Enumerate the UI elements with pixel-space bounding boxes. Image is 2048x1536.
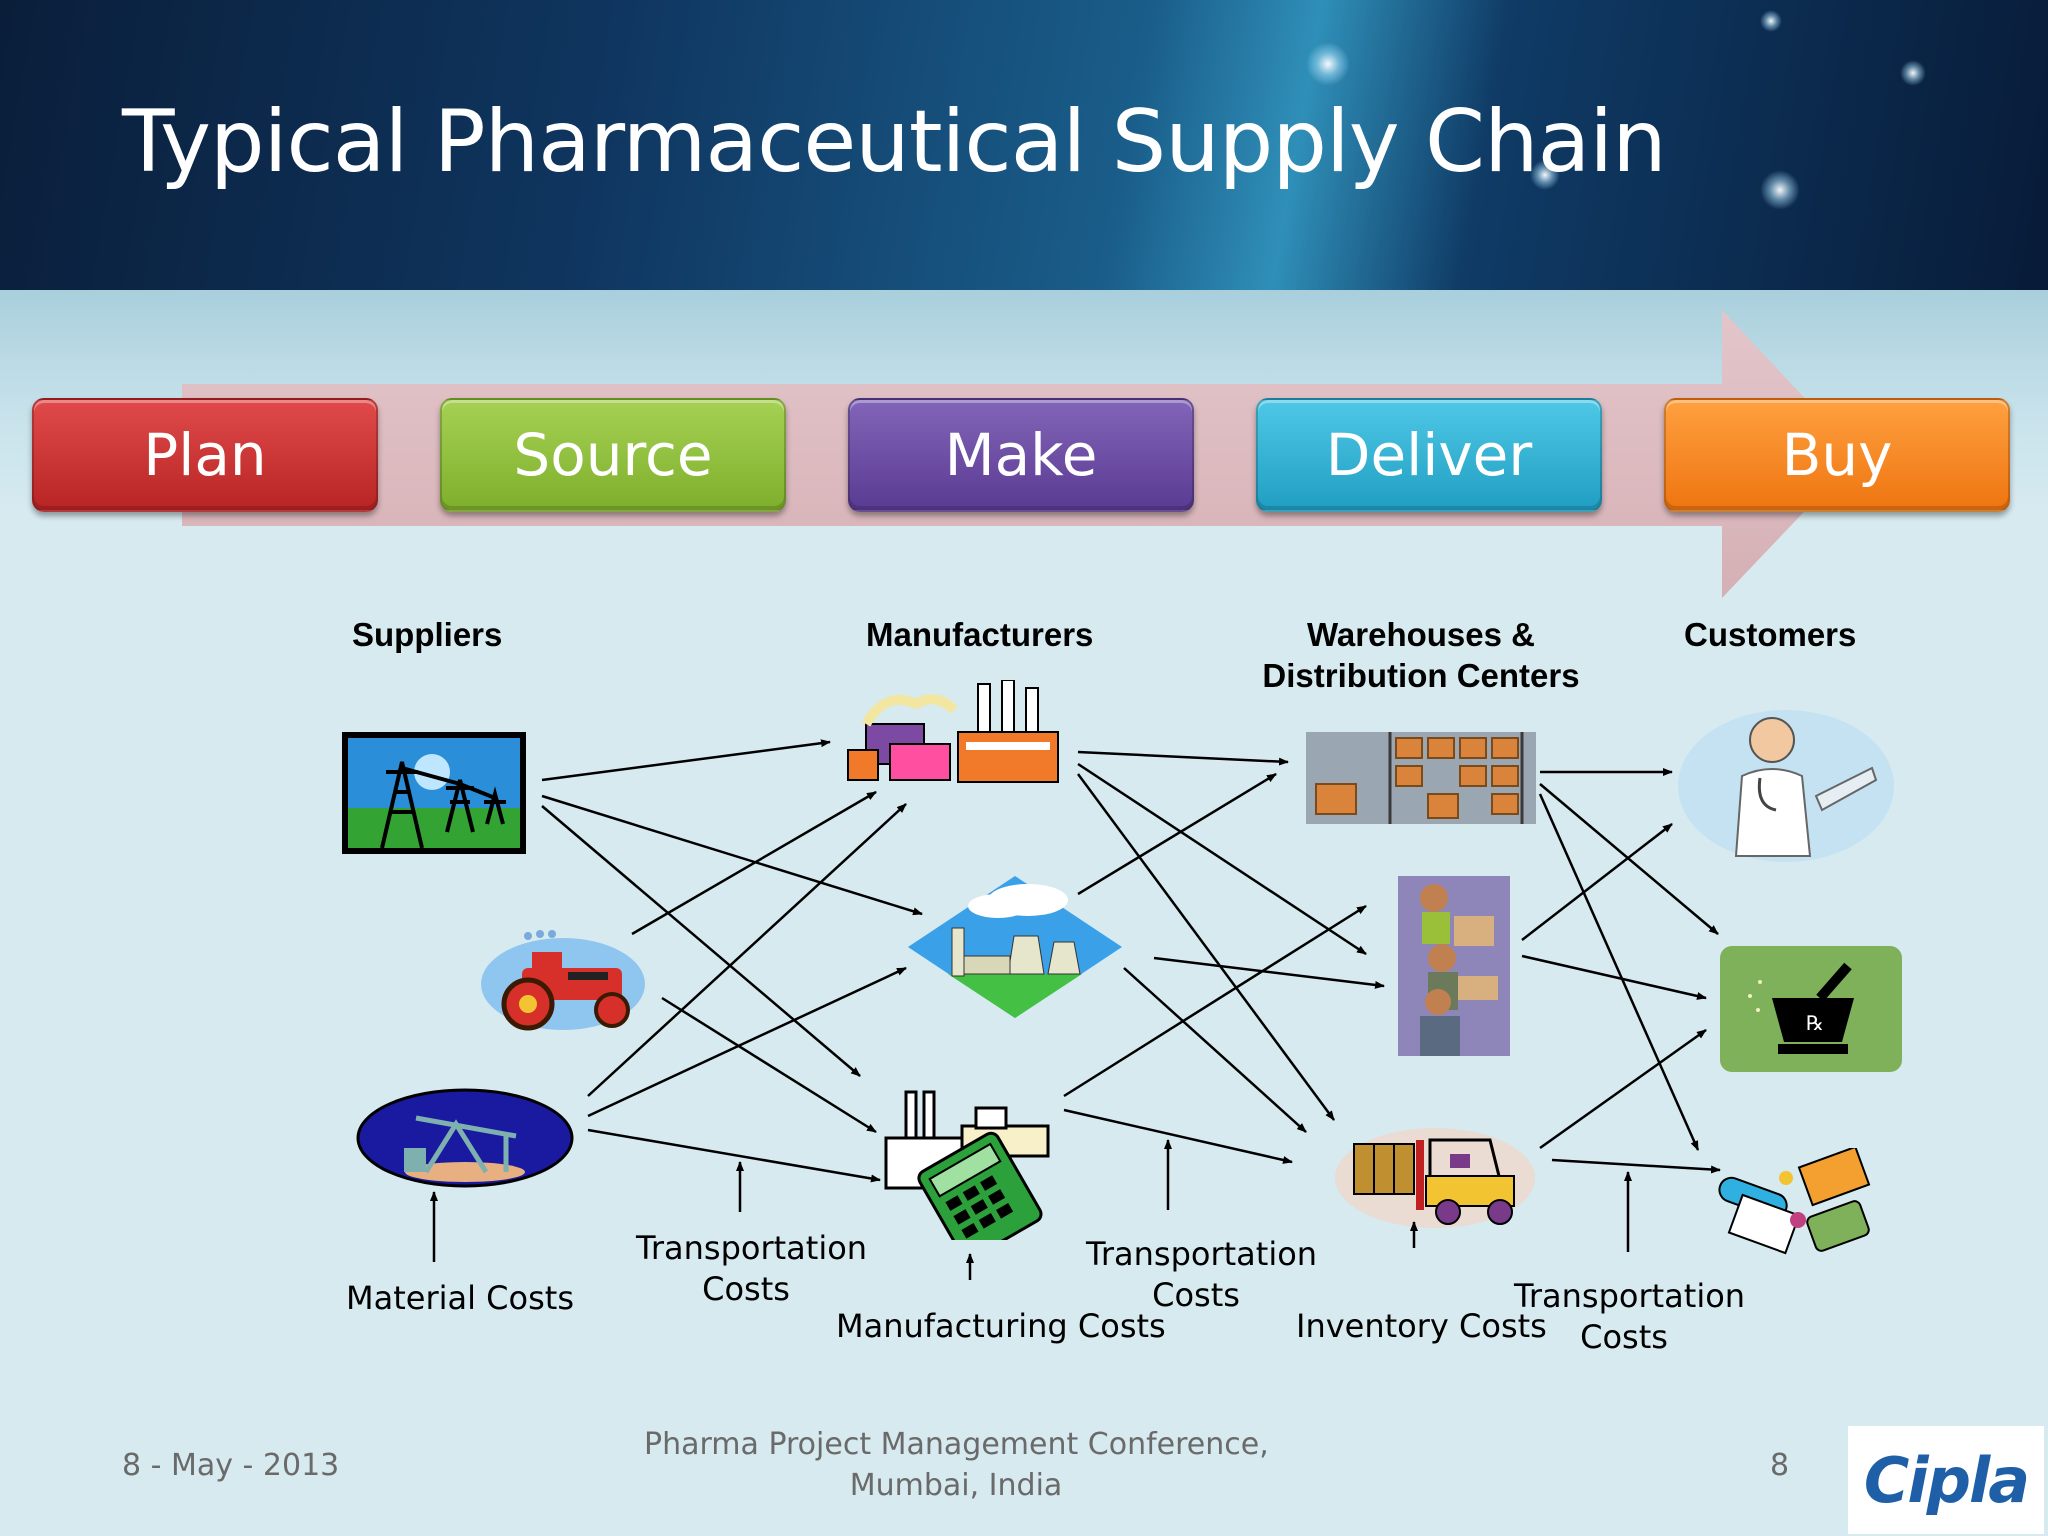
header-suppliers: Suppliers bbox=[352, 616, 503, 653]
slide-title: Typical Pharmaceutical Supply Chain bbox=[122, 92, 1667, 192]
connector-line bbox=[1076, 773, 1336, 1121]
stage-make: Make bbox=[848, 398, 1194, 512]
warehouse-shelves-icon bbox=[1306, 732, 1536, 824]
header-warehouses: Warehouses & Distribution Centers bbox=[1246, 614, 1596, 696]
connector-line bbox=[1521, 823, 1673, 941]
stage-plan: Plan bbox=[32, 398, 378, 512]
prescription-medicine-icon bbox=[1718, 1148, 1871, 1255]
connector-line bbox=[1539, 1028, 1707, 1150]
connector-line bbox=[661, 996, 877, 1134]
transportation-costs-line1: Transportation bbox=[636, 1229, 868, 1267]
connector-line bbox=[631, 790, 877, 936]
transportation-costs-label-2: Transportation Costs bbox=[1086, 1234, 1318, 1316]
sparkle-decoration bbox=[1760, 170, 1800, 210]
transportation-costs-line2: Costs bbox=[702, 1270, 790, 1308]
sparkle-decoration bbox=[1760, 10, 1782, 32]
connector-line bbox=[1123, 967, 1307, 1133]
workers-boxes-icon bbox=[1398, 876, 1510, 1056]
connector-line bbox=[541, 739, 831, 782]
transportation-costs-label-1: Transportation Costs bbox=[636, 1228, 868, 1310]
doctor-icon bbox=[1678, 710, 1894, 862]
footer-page-number: 8 bbox=[1770, 1448, 1790, 1483]
connector-line bbox=[1077, 762, 1367, 956]
oil-pump-icon bbox=[356, 1088, 574, 1188]
sparkle-decoration bbox=[1306, 42, 1350, 86]
mortar-pestle-rx-icon: ℞ bbox=[1720, 946, 1902, 1072]
connector-line bbox=[1063, 904, 1367, 1098]
logo-text: Cipla bbox=[1863, 1443, 2030, 1517]
transportation-costs-line1: Transportation bbox=[1086, 1235, 1318, 1273]
header-warehouses-line1: Warehouses & bbox=[1306, 616, 1535, 653]
connector-line bbox=[1153, 956, 1385, 989]
connector-line bbox=[541, 805, 861, 1077]
header-warehouses-line2: Distribution Centers bbox=[1262, 657, 1580, 694]
svg-text:℞: ℞ bbox=[1806, 1011, 1824, 1035]
footer-conference-line1: Pharma Project Management Conference, bbox=[644, 1427, 1269, 1462]
connector-line bbox=[1063, 1108, 1293, 1164]
factory-icon bbox=[847, 680, 1059, 783]
power-plant-icon bbox=[908, 876, 1122, 1018]
cipla-logo: Cipla bbox=[1848, 1426, 2044, 1534]
footer-conference-line2: Mumbai, India bbox=[849, 1468, 1063, 1503]
connector-line bbox=[587, 966, 907, 1118]
connector-line bbox=[541, 794, 923, 916]
footer-date: 8 - May - 2013 bbox=[122, 1448, 340, 1483]
sparkle-decoration bbox=[1530, 160, 1560, 190]
power-towers-icon bbox=[342, 732, 526, 854]
connector-line bbox=[1538, 793, 1700, 1151]
title-banner bbox=[0, 0, 2048, 290]
header-customers: Customers bbox=[1684, 616, 1857, 653]
sparkle-decoration bbox=[1900, 60, 1926, 86]
calculator-factory-icon bbox=[884, 1090, 1050, 1240]
stage-deliver: Deliver bbox=[1256, 398, 1602, 512]
header-manufacturers: Manufacturers bbox=[866, 616, 1094, 653]
manufacturing-costs-label: Manufacturing Costs bbox=[836, 1307, 1166, 1345]
connector-line bbox=[1521, 954, 1707, 1000]
transportation-costs-line2: Costs bbox=[1580, 1318, 1668, 1356]
transportation-costs-label-3: Transportation Costs bbox=[1514, 1276, 1746, 1358]
stage-buy: Buy bbox=[1664, 398, 2010, 512]
connector-line bbox=[1077, 772, 1277, 896]
connector-line bbox=[1539, 783, 1719, 935]
connector-line bbox=[1077, 750, 1289, 766]
connector-line bbox=[1551, 1158, 1721, 1174]
forklift-icon bbox=[1335, 1128, 1535, 1228]
inventory-costs-label: Inventory Costs bbox=[1296, 1307, 1547, 1345]
stage-source: Source bbox=[440, 398, 786, 512]
connector-line bbox=[587, 1128, 881, 1183]
material-costs-label: Material Costs bbox=[346, 1279, 574, 1317]
transportation-costs-line1: Transportation bbox=[1514, 1277, 1746, 1315]
transportation-costs-line2: Costs bbox=[1152, 1276, 1240, 1314]
connector-line bbox=[587, 803, 907, 1097]
tractor-icon bbox=[481, 930, 645, 1031]
footer-conference: Pharma Project Management Conference, Mu… bbox=[644, 1424, 1269, 1506]
